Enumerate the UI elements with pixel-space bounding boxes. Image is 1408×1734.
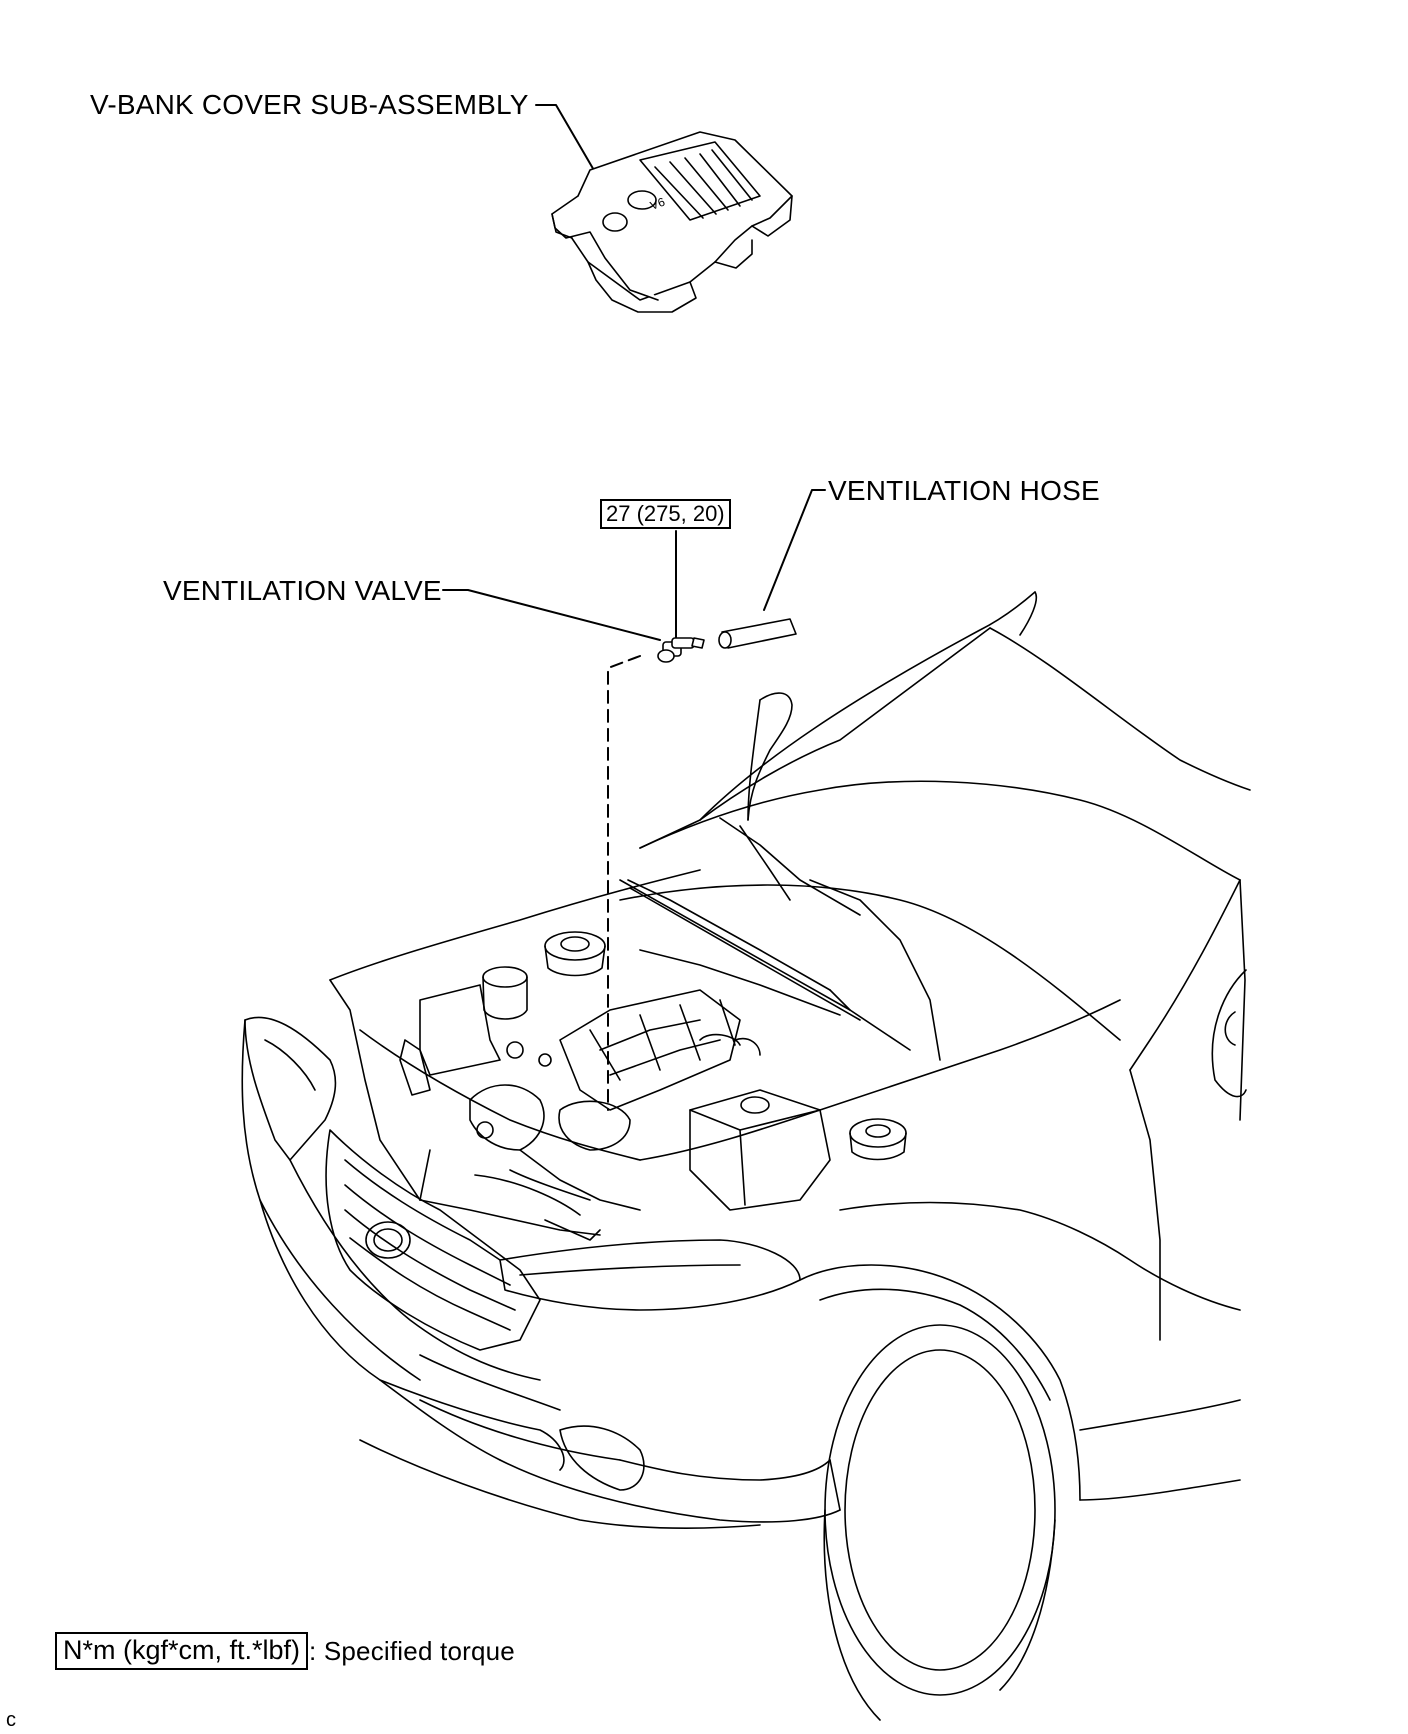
callout-leaders <box>443 490 825 1110</box>
v-bank-cover-label: V-BANK COVER SUB-ASSEMBLY <box>90 89 529 120</box>
v-bank-cover-illustration <box>536 105 792 312</box>
torque-unit-box: N*m (kgf*cm, ft.*lbf) <box>55 1632 309 1670</box>
torque-legend-text: : Specified torque <box>309 1636 515 1666</box>
vehicle-illustration <box>242 592 1250 1720</box>
torque-value-box: 27 (275, 20) <box>600 499 731 529</box>
torque-legend: N*m (kgf*cm, ft.*lbf) : Specified torque <box>55 1632 575 1672</box>
corner-mark: c <box>6 1709 17 1731</box>
cover-badge-text: V6 <box>648 195 667 213</box>
ventilation-valve-label: VENTILATION VALVE <box>163 575 442 606</box>
ventilation-hose-label: VENTILATION HOSE <box>828 475 1100 506</box>
ventilation-hose-part <box>719 619 796 648</box>
ventilation-valve-part <box>658 638 704 662</box>
